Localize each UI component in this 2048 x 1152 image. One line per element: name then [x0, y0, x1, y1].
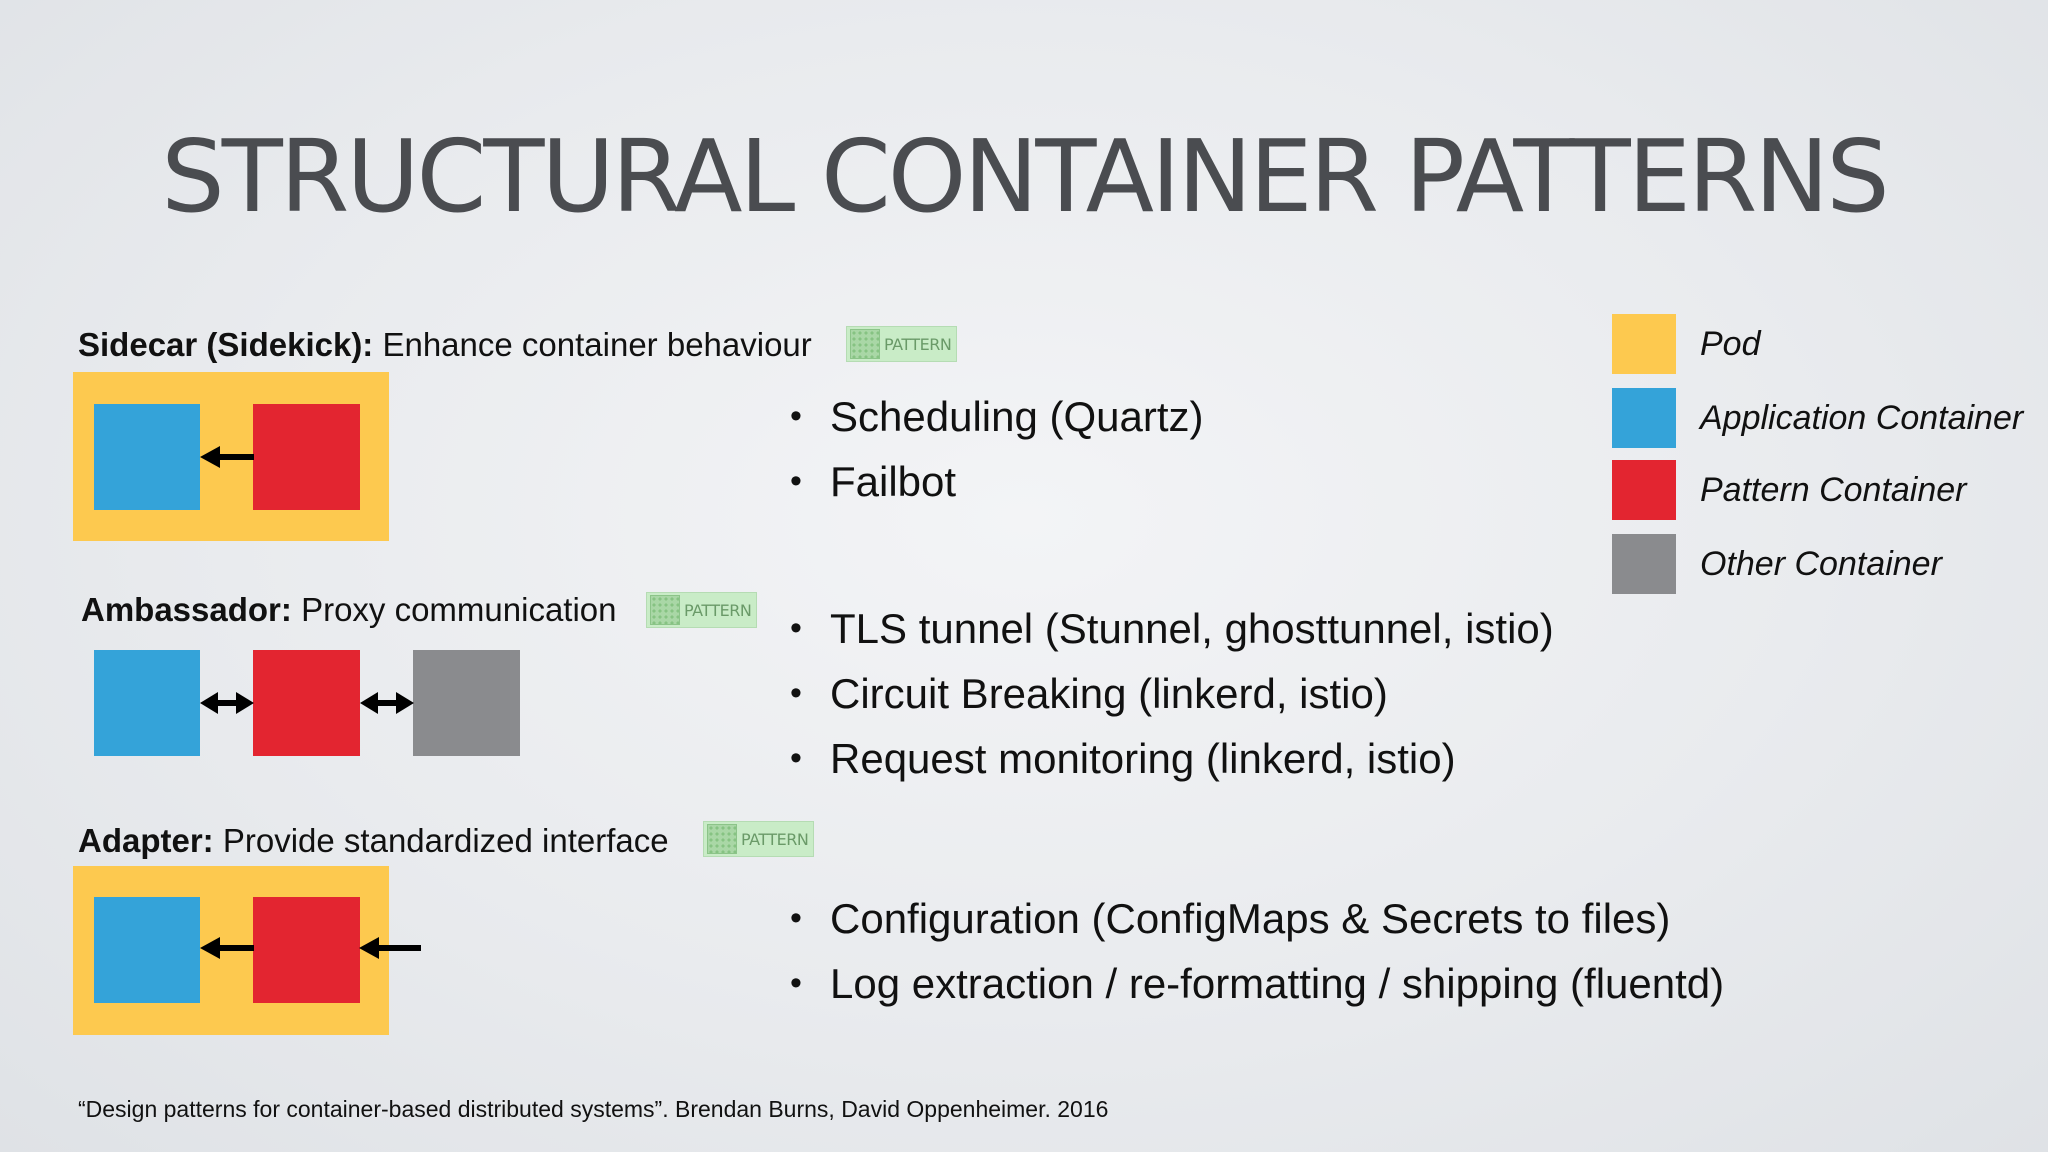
sidecar-bullets: Scheduling (Quartz) Failbot [790, 384, 1204, 514]
sidecar-name: Sidecar (Sidekick): [78, 326, 374, 363]
legend-item-application-container: Application Container [1612, 388, 2023, 448]
adapter-description: Provide standardized interface [222, 822, 669, 859]
sidecar-arrow-icon [200, 446, 254, 468]
adapter-external-arrow-icon [359, 937, 421, 959]
ambassador-double-arrow-icon [200, 692, 254, 714]
legend-swatch [1612, 388, 1676, 448]
legend-label: Other Container [1700, 544, 1942, 583]
legend-item-pattern-container: Pattern Container [1612, 460, 1967, 520]
bullet-item: Configuration (ConfigMaps & Secrets to f… [790, 886, 1724, 951]
sidecar-application-container [94, 404, 200, 510]
adapter-pattern-badge: PATTERN [703, 821, 815, 857]
legend-item-pod: Pod [1612, 314, 1761, 374]
ambassador-bullets: TLS tunnel (Stunnel, ghosttunnel, istio)… [790, 596, 1554, 791]
legend-swatch [1612, 534, 1676, 594]
legend-label: Pattern Container [1700, 470, 1967, 509]
slide-title: STRUCTURAL CONTAINER PATTERNS [161, 118, 1889, 235]
ambassador-name: Ambassador: [81, 591, 292, 628]
pattern-icon [650, 595, 680, 625]
pattern-icon [850, 329, 880, 359]
adapter-name: Adapter: [78, 822, 214, 859]
sidecar-heading: Sidecar (Sidekick): Enhance container be… [78, 325, 812, 365]
pattern-badge-label: PATTERN [741, 829, 809, 849]
bullet-item: TLS tunnel (Stunnel, ghosttunnel, istio) [790, 596, 1554, 661]
adapter-application-container [94, 897, 200, 1003]
adapter-bullets: Configuration (ConfigMaps & Secrets to f… [790, 886, 1724, 1016]
bullet-item: Log extraction / re-formatting / shippin… [790, 951, 1724, 1016]
sidecar-pattern-badge: PATTERN [846, 326, 958, 362]
ambassador-pattern-container [253, 650, 360, 756]
bullet-item: Failbot [790, 449, 1204, 514]
ambassador-double-arrow-icon [360, 692, 414, 714]
ambassador-description: Proxy communication [301, 591, 617, 628]
legend-swatch [1612, 460, 1676, 520]
legend-item-other-container: Other Container [1612, 534, 1942, 594]
adapter-arrow-icon [200, 937, 254, 959]
pattern-badge-label: PATTERN [684, 600, 752, 620]
sidecar-pattern-container [253, 404, 360, 510]
legend-label: Pod [1700, 324, 1761, 363]
sidecar-description: Enhance container behaviour [382, 326, 812, 363]
ambassador-application-container [94, 650, 200, 756]
ambassador-other-container [413, 650, 520, 756]
citation: “Design patterns for container-based dis… [78, 1096, 1109, 1122]
pattern-badge-label: PATTERN [884, 334, 952, 354]
bullet-item: Request monitoring (linkerd, istio) [790, 726, 1554, 791]
pattern-icon [707, 824, 737, 854]
ambassador-heading: Ambassador: Proxy communication [81, 590, 617, 630]
ambassador-pattern-badge: PATTERN [646, 592, 758, 628]
adapter-heading: Adapter: Provide standardized interface [78, 821, 669, 861]
legend-swatch [1612, 314, 1676, 374]
adapter-pattern-container [253, 897, 360, 1003]
bullet-item: Circuit Breaking (linkerd, istio) [790, 661, 1554, 726]
bullet-item: Scheduling (Quartz) [790, 384, 1204, 449]
legend-label: Application Container [1700, 398, 2024, 437]
